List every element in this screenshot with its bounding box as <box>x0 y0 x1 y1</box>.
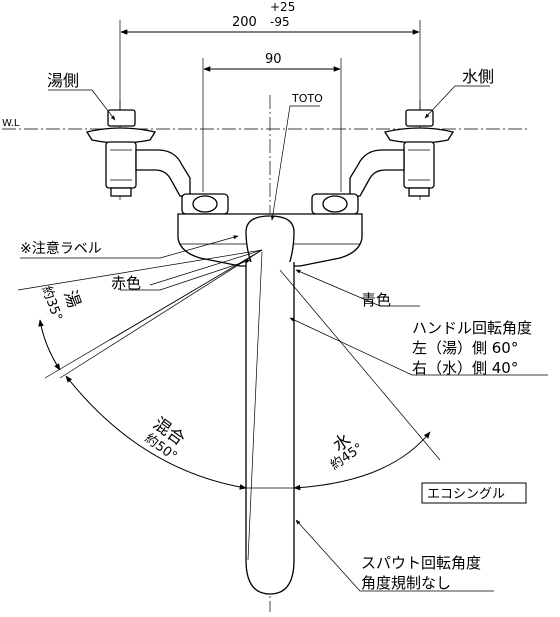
label-hot-side: 湯側 <box>47 71 79 90</box>
dimension-inner <box>202 58 342 192</box>
angle-lines <box>17 249 441 561</box>
handle-angle-right: 右（水）側 40° <box>412 359 518 377</box>
dimension-tol-minus: -95 <box>270 15 290 29</box>
cold-side-fitting <box>311 109 455 215</box>
label-caution: ※注意ラベル <box>20 240 102 257</box>
arc-mix <box>65 375 247 490</box>
dimension-tol-plus: +25 <box>270 0 295 14</box>
spout-angle-note: 角度規制なし <box>361 574 451 592</box>
label-cold-side: 水側 <box>462 67 494 86</box>
label-brand: TOTO <box>291 92 323 105</box>
hot-side-fitting <box>85 109 229 215</box>
spout-angle-title: スパウト回転角度 <box>361 554 481 572</box>
arc-hot <box>38 319 61 371</box>
dimension-inner-value: 90 <box>265 52 282 67</box>
handle-angle-title: ハンドル回転角度 <box>412 319 532 337</box>
label-red: 赤色 <box>111 274 141 292</box>
spout <box>245 262 295 595</box>
dimension-outer-value: 200 <box>232 15 257 30</box>
angle-hot-name: 湯 <box>59 288 84 311</box>
water-level-label: W.L <box>2 118 20 129</box>
leader-lines <box>20 85 548 592</box>
eco-single-box <box>421 482 527 504</box>
label-eco-single: エコシングル <box>427 487 505 502</box>
handle-angle-left: 左（湯）側 60° <box>412 339 518 357</box>
arc-cold <box>293 431 431 491</box>
angle-hot-value: 約35° <box>38 284 64 323</box>
label-blue: 青色 <box>361 291 391 309</box>
